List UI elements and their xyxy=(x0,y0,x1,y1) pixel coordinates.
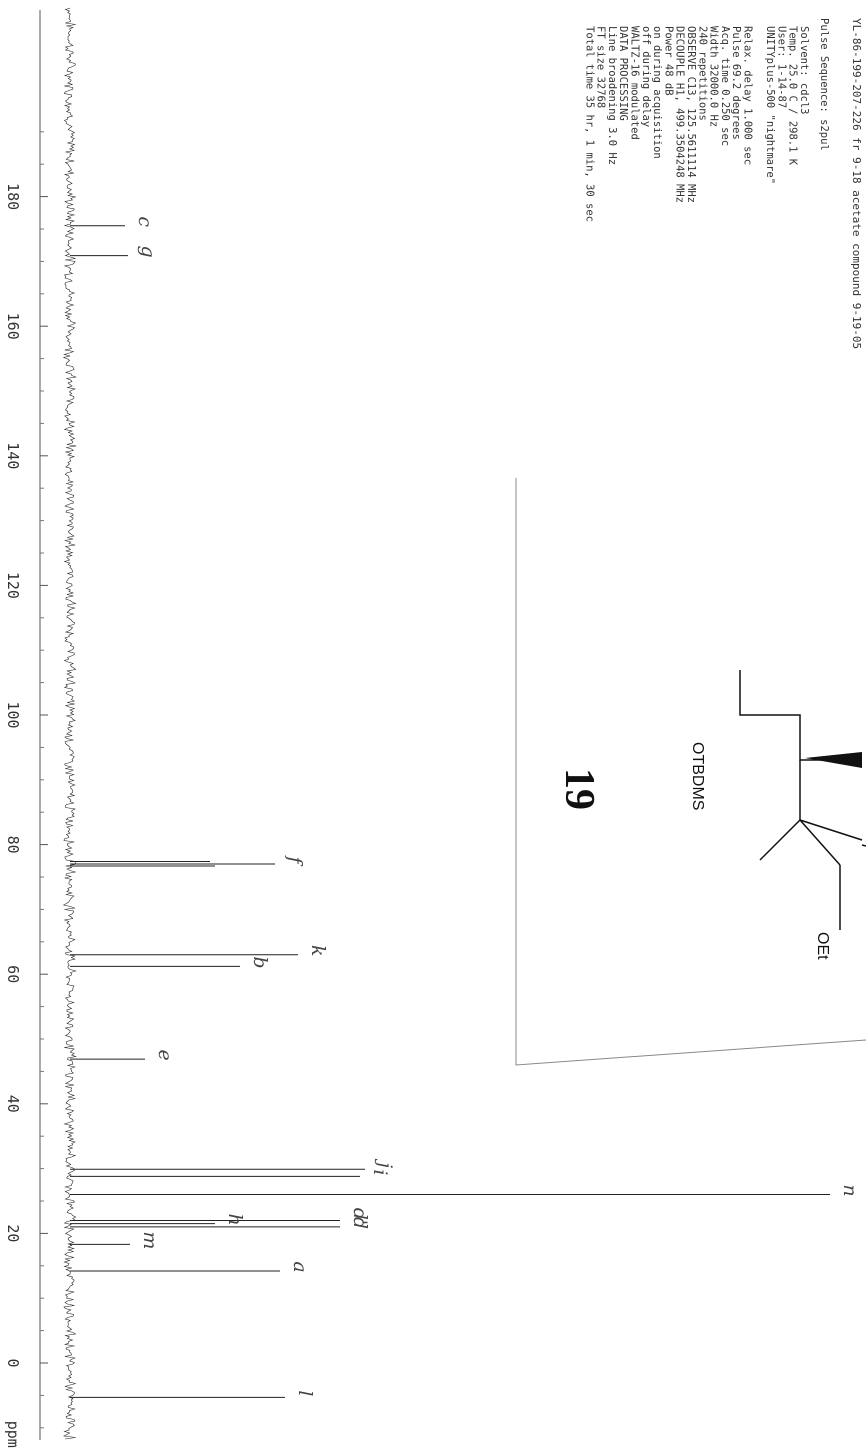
parameter-line: DATA PROCESSING xyxy=(617,26,629,121)
spectrum-title: YL-86-199-207-226 fr 9-18 acetate compou… xyxy=(850,18,863,349)
peak-label: b xyxy=(249,956,271,968)
peak-label: e xyxy=(154,1049,176,1060)
peak-label: c xyxy=(134,216,156,227)
spectrum-peaks xyxy=(70,225,830,1398)
parameter-line: Solvent: cdcl3 xyxy=(798,26,810,115)
parameter-line: Line broadening 3.0 Hz xyxy=(606,26,618,165)
structure-area: OTBDMS OEt 19 xyxy=(515,478,866,1066)
parameter-line: FT size 32768 xyxy=(595,26,607,108)
ppm-tick-label: 0 xyxy=(4,1358,22,1367)
structure-bonds xyxy=(739,670,866,930)
gem-dimethyl-bond xyxy=(759,819,841,866)
ppm-tick-label: 80 xyxy=(4,836,22,854)
parameter-line: on during acquisition xyxy=(651,26,663,159)
parameter-line: Relax. delay 1.000 sec xyxy=(742,26,754,165)
ppm-tick-label: 160 xyxy=(4,313,22,340)
parameter-line: OBSERVE C13, 125.5611114 MHz xyxy=(685,26,697,203)
parameter-line: Width 32000.0 Hz xyxy=(708,26,720,127)
parameter-line: Power 48 dB xyxy=(662,26,674,96)
otbdms-label: OTBDMS xyxy=(689,742,706,810)
baseline-noise xyxy=(62,7,77,1440)
parameter-line: 240 repetitions xyxy=(696,26,708,121)
oet-label: OEt xyxy=(814,932,831,960)
wedge-bond xyxy=(805,752,862,768)
ppm-tick-label: 120 xyxy=(4,572,22,599)
parameter-line: Temp. 25.0 C / 298.1 K xyxy=(787,26,799,166)
parameter-line: User: 1-14-87 xyxy=(775,26,787,108)
ppm-tick-label: 180 xyxy=(4,183,22,210)
peak-label: d xyxy=(349,1217,371,1229)
peak-label: i xyxy=(369,1169,391,1175)
peak-labels: c g f k b e ji n d' h d m a l xyxy=(134,216,861,1396)
parameter-line: Pulse 69.2 degrees xyxy=(730,26,742,140)
ppm-tick-label: 40 xyxy=(4,1095,22,1113)
peak-label: l xyxy=(294,1390,316,1396)
ppm-tick-label: 140 xyxy=(4,442,22,469)
parameter-line: off during delay xyxy=(640,26,652,127)
peak-label: d' xyxy=(349,1208,371,1225)
parameter-line: Total time 35 hr, 1 min, 30 sec xyxy=(583,26,595,222)
carbonyl-bond xyxy=(799,819,866,847)
parameter-line: WALTZ-16 modulated xyxy=(629,26,641,140)
ppm-tick-label: 100 xyxy=(4,701,22,728)
ppm-tick-label: ppm xyxy=(4,1421,22,1448)
peak-label: k xyxy=(307,945,329,957)
peak-label: a xyxy=(289,1261,311,1272)
peak-label: n xyxy=(839,1184,861,1196)
peak-label: f xyxy=(284,855,306,867)
structure-frame xyxy=(515,478,866,1066)
ppm-tick-label: 20 xyxy=(4,1224,22,1242)
parameter-line: Acq. time 0.250 sec xyxy=(719,26,731,146)
parameter-line: DECOUPLE H1, 499.3504248 MHz xyxy=(674,26,686,203)
peak-label: j xyxy=(374,1158,396,1168)
pulse-sequence: Pulse Sequence: s2pul xyxy=(818,18,830,151)
peak-label: g xyxy=(137,245,159,257)
peak-label: h xyxy=(224,1214,246,1226)
ppm-ticks: 180 160 140 120 100 80 60 40 20 0 ppm xyxy=(4,131,48,1448)
peak-label: m xyxy=(139,1231,161,1249)
ppm-tick-label: 60 xyxy=(4,965,22,983)
parameter-line: UNITYplus-500 "nightmare" xyxy=(764,26,776,184)
acquisition-parameters: YL-86-199-207-226 fr 9-18 acetate compou… xyxy=(583,18,863,349)
compound-number: 19 xyxy=(556,768,602,810)
chain-bond xyxy=(739,670,862,761)
